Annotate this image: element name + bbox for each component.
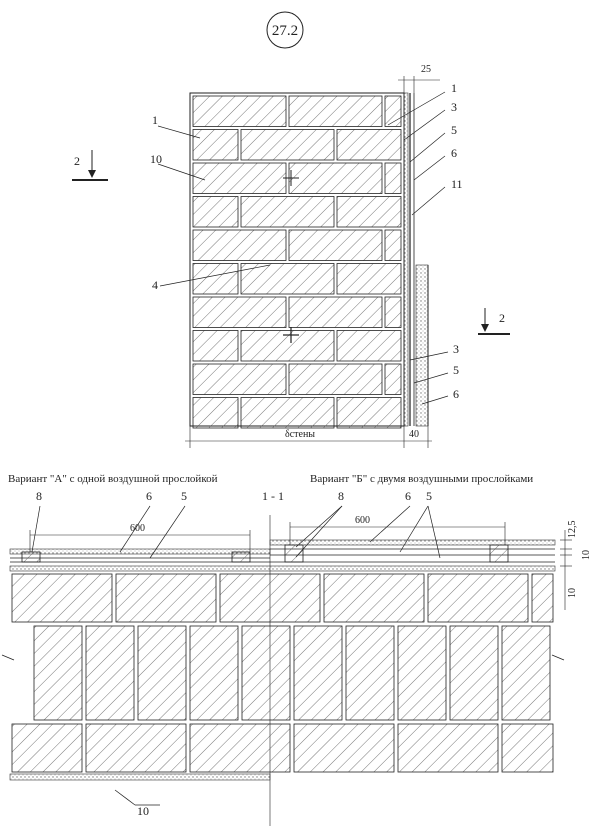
section-title: 1 - 1 [262,489,284,503]
sheet-number-badge: 27.2 [266,11,304,49]
brick [192,95,287,127]
brick [192,196,239,228]
brick [288,296,383,328]
brick [192,397,239,429]
dim-10-b: 10 [581,550,592,560]
elevation-dimensions: 25 δстены 40 [185,64,440,448]
brick [293,625,343,721]
brick [192,363,287,395]
variant-a-callout-6: 6 [146,489,152,503]
section-dimensions: 600 600 12,5 10 10 [29,515,592,610]
brick [384,95,402,127]
bottom-callout: 10 [114,789,160,818]
brick [240,129,335,161]
brick [192,330,239,362]
callout-3-right: 3 [451,100,457,114]
brick [336,397,402,429]
brick [11,573,113,623]
variant-a-callout-5: 5 [181,489,187,503]
elevation-leaders-right: 1 3 5 6 11 3 5 6 [387,81,463,405]
brick [192,263,239,295]
brick [384,162,402,194]
brick [85,723,187,773]
brick [531,573,554,623]
brick-courses [192,95,402,429]
brick [449,625,499,721]
facing-layers [403,92,429,427]
brick [288,229,383,261]
elevation-leaders-left: 1 10 4 [150,113,271,292]
callout-3-right-bottom: 3 [453,342,459,356]
brick [85,625,135,721]
brick [288,95,383,127]
brick [397,723,499,773]
brick [192,129,239,161]
callout-6-right: 6 [451,146,457,160]
callout-6-right-bottom: 6 [453,387,459,401]
wall-elevation [189,92,429,429]
section-mark-right: 2 [478,308,510,335]
dim-40: 40 [409,429,419,440]
variant-b-label: Вариант "Б" с двумя воздушными прослойка… [310,473,533,485]
variant-a-label: Вариант "А" с одной воздушной прослойкой [8,473,218,485]
brick [384,229,402,261]
dim-wall-thickness: δстены [285,429,315,440]
brick [336,330,402,362]
brick [240,263,335,295]
variant-a-callout-8: 8 [36,489,42,503]
brick [137,625,187,721]
brick [384,296,402,328]
sheet-number: 27.2 [272,23,298,39]
brick [192,162,287,194]
callout-1-right: 1 [451,81,457,95]
section-mark-right-label: 2 [499,311,505,325]
dim-10-a: 10 [567,588,578,598]
brick [33,625,83,721]
brick [501,625,551,721]
variant-b-callout-5: 5 [426,489,432,503]
section-titles: Вариант "А" с одной воздушной прослойкой… [8,473,533,503]
brick [192,229,287,261]
callout-11-right: 11 [451,177,463,191]
brick [240,196,335,228]
brick [397,625,447,721]
brick [219,573,321,623]
brick [501,723,554,773]
brick [189,723,291,773]
brick [189,625,239,721]
brick [345,625,395,721]
brick [384,363,402,395]
brick [336,196,402,228]
section-mark-left: 2 [72,150,108,181]
callout-1-left: 1 [152,113,158,127]
section-drawing [1,515,565,826]
section-callouts: 8 6 5 8 6 5 [31,489,441,559]
brick [115,573,217,623]
dim-12-5: 12,5 [567,521,578,539]
callout-5-right-bottom: 5 [453,363,459,377]
callout-4-left: 4 [152,278,158,292]
variant-b-callout-6: 6 [405,489,411,503]
brick [241,625,291,721]
brick [323,573,425,623]
section-brick-masonry [11,573,554,773]
dim-600-b: 600 [355,515,370,526]
brick [240,397,335,429]
brick [336,263,402,295]
brick [293,723,395,773]
brick [192,296,287,328]
callout-10-bottom: 10 [137,804,149,818]
brick [288,363,383,395]
section-mark-left-label: 2 [74,154,80,168]
brick [427,573,529,623]
brick [336,129,402,161]
brick [288,162,383,194]
dim-600-a: 600 [130,523,145,534]
callout-10-left: 10 [150,152,162,166]
callout-5-right: 5 [451,123,457,137]
brick [11,723,83,773]
variant-b-callout-8: 8 [338,489,344,503]
dim-25: 25 [421,64,431,75]
